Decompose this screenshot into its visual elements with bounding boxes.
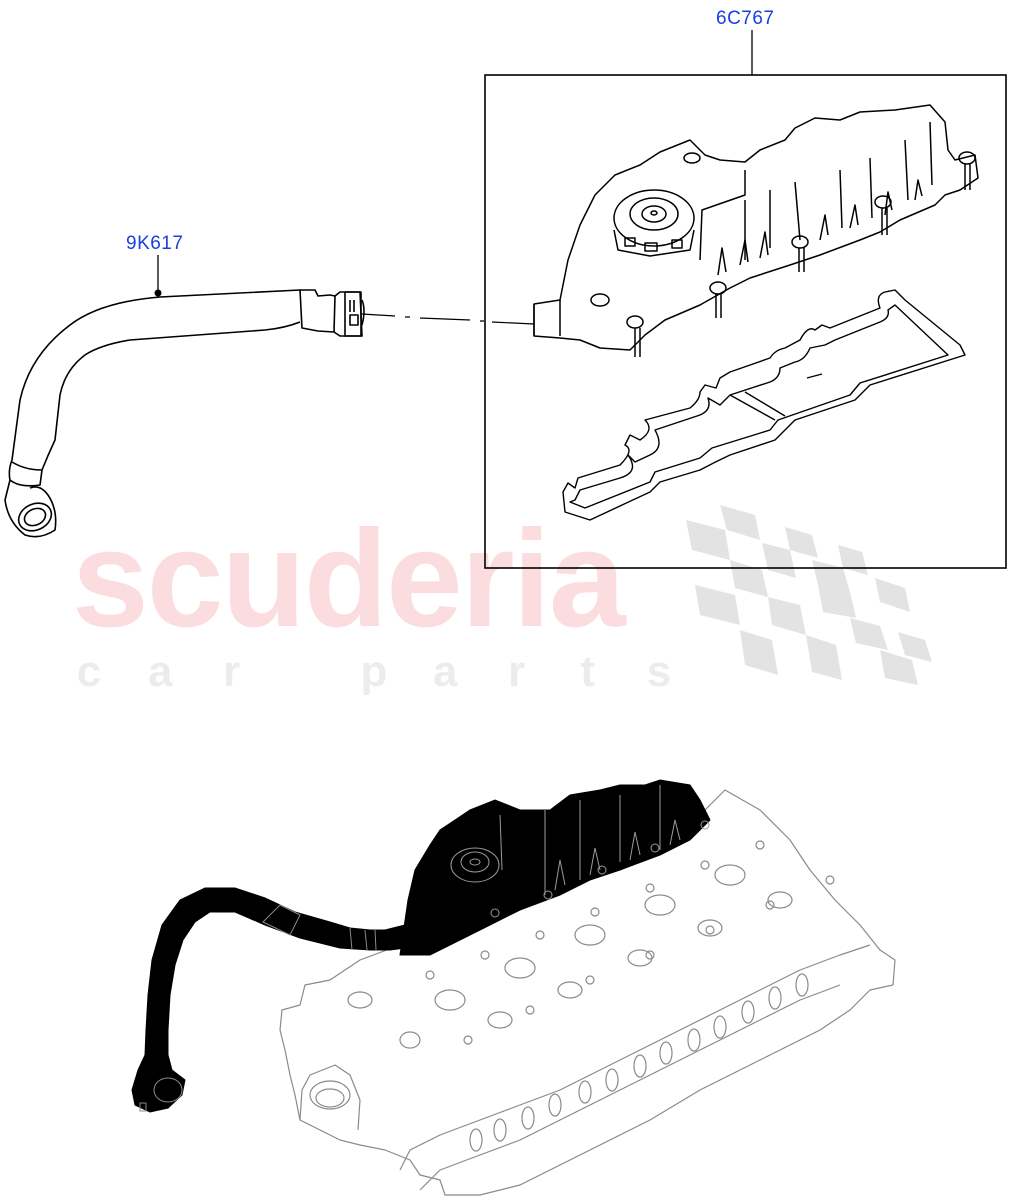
watermark-letter: r	[507, 647, 526, 696]
watermark-letter: c	[76, 647, 102, 696]
valve-cover-gasket-part[interactable]	[562, 289, 966, 521]
cover-bolts	[626, 151, 976, 357]
highlighted-breather-hose	[131, 887, 406, 1113]
watermark-letter: a	[148, 647, 173, 696]
watermark-letter: r	[222, 647, 241, 696]
watermark-letter: a	[433, 647, 458, 696]
head-bolts	[425, 840, 835, 1045]
port-ovals	[469, 973, 809, 1152]
watermark-subtitle: c a r p a r t s	[74, 650, 674, 694]
camshaft-lobes	[434, 864, 793, 1029]
engine-head-assembly	[131, 779, 896, 1196]
callout-label-9K617[interactable]: 9K617	[126, 233, 184, 254]
watermark-letter: t	[580, 647, 596, 696]
callout-label-6C767[interactable]: 6C767	[716, 8, 775, 29]
parts-group-box	[484, 74, 1007, 569]
watermark-letter: s	[646, 647, 672, 696]
valve-cover-part[interactable]	[533, 104, 979, 357]
watermark-letter: p	[360, 647, 388, 696]
highlighted-valve-cover	[399, 779, 711, 956]
watermark-brand: scuderia	[72, 502, 626, 656]
breather-hose-part[interactable]	[4, 289, 365, 538]
